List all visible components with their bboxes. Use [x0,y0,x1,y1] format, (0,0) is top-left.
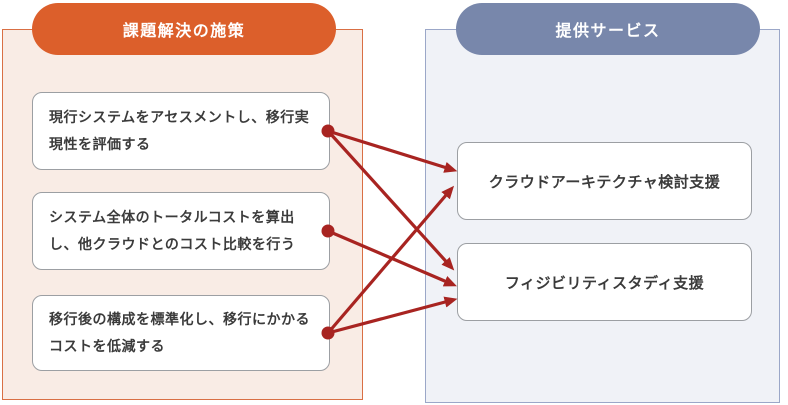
service-box: クラウドアーキテクチャ検討支援 [457,142,752,220]
measure-box: 移行後の構成を標準化し、移行にかかるコストを低減する [32,295,330,371]
measure-box: システム全体のトータルコストを算出し、他クラウドとのコスト比較を行う [32,192,330,270]
measures-panel-title: 課題解決の施策 [32,3,336,55]
services-panel-title: 提供サービス [456,3,760,55]
measure-box: 現行システムをアセスメントし、移行実現性を評価する [32,92,330,170]
service-box: フィジビリティスタディ支援 [457,243,752,321]
